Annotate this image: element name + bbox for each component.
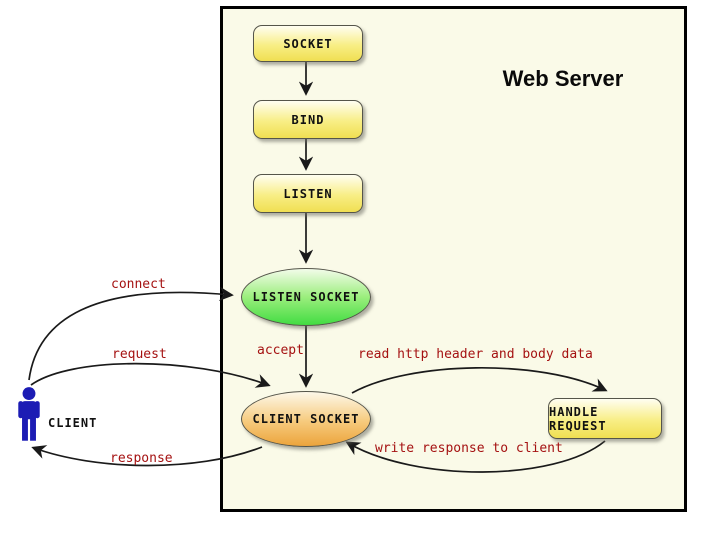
edge-connect (28, 286, 234, 381)
node-bind: BIND (253, 100, 363, 139)
web-server-title: Web Server (502, 66, 624, 91)
edge-label-write-response: write response to client (375, 441, 563, 456)
edge-label-read-http: read http header and body data (358, 347, 593, 362)
edge-label-request: request (112, 347, 167, 362)
node-bind-label: BIND (291, 112, 325, 127)
edge-label-accept: accept (257, 343, 304, 358)
node-client-socket-label: CLIENT SOCKET (252, 412, 360, 426)
node-listen: LISTEN (253, 174, 363, 213)
client-figure-label: CLIENT (48, 416, 98, 430)
node-handle-request-label: HANDLE REQUEST (549, 404, 607, 433)
node-handle-request: HANDLE REQUEST (548, 398, 662, 439)
client-person-icon (18, 387, 40, 441)
node-listen-socket-label: LISTEN SOCKET (252, 290, 360, 304)
node-socket-label: SOCKET (283, 36, 333, 51)
node-client-socket: CLIENT SOCKET (241, 391, 371, 447)
edge-label-response: response (110, 451, 173, 466)
node-listen-label: LISTEN (283, 186, 333, 201)
node-socket: SOCKET (253, 25, 363, 62)
edge-label-connect: connect (111, 277, 166, 292)
node-listen-socket: LISTEN SOCKET (241, 268, 371, 326)
